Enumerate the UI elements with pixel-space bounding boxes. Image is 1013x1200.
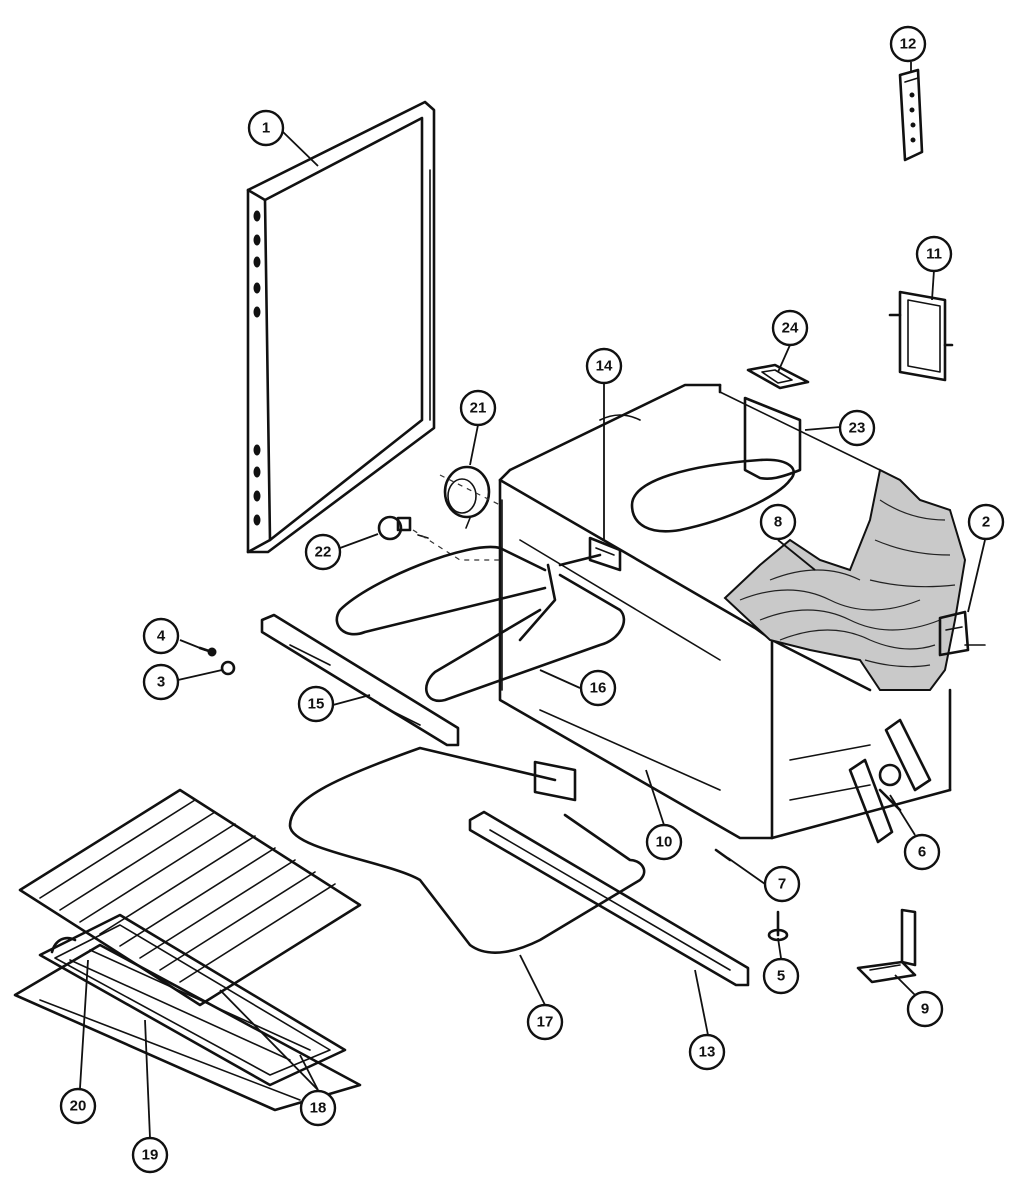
svg-text:15: 15: [308, 696, 325, 713]
callout-11: 11: [915, 235, 953, 273]
svg-text:4: 4: [157, 628, 166, 645]
callout-19: 19: [131, 1136, 169, 1174]
callout-10: 10: [645, 823, 683, 861]
callout-9: 9: [906, 990, 944, 1028]
part-screw-7: [714, 848, 732, 862]
callout-23: 23: [838, 409, 876, 447]
callout-1: 1: [247, 109, 285, 147]
svg-text:5: 5: [777, 968, 785, 985]
part-door-hinge: [848, 718, 932, 844]
callout-6: 6: [903, 833, 941, 871]
callout-3: 3: [142, 663, 180, 701]
part-bake-element: [335, 545, 626, 703]
callout-13: 13: [688, 1033, 726, 1071]
part-broiler-pan: [38, 913, 347, 1087]
part-terminal-block: [898, 68, 924, 162]
part-light-bulb: [377, 515, 429, 541]
callout-22: 22: [304, 533, 342, 571]
part-anti-tip-bracket: [856, 908, 917, 984]
svg-text:7: 7: [778, 876, 786, 893]
svg-text:9: 9: [921, 1001, 929, 1018]
svg-text:10: 10: [656, 834, 673, 851]
svg-text:12: 12: [900, 36, 917, 53]
svg-text:24: 24: [782, 320, 799, 337]
callout-14: 14: [585, 347, 623, 385]
svg-text:6: 6: [918, 844, 926, 861]
part-element-bracket: [588, 536, 622, 572]
callout-17: 17: [526, 1003, 564, 1041]
part-insulation: [723, 468, 967, 691]
svg-text:18: 18: [310, 1100, 327, 1117]
svg-text:14: 14: [596, 358, 613, 375]
part-light-socket: [443, 465, 491, 529]
part-side-bracket: [938, 610, 986, 657]
svg-text:16: 16: [590, 680, 607, 697]
part-screw-3: [220, 660, 236, 676]
svg-text:21: 21: [470, 400, 487, 417]
callout-8: 8: [759, 503, 797, 541]
callout-7: 7: [763, 865, 801, 903]
callout-5: 5: [762, 957, 800, 995]
svg-text:8: 8: [774, 514, 782, 531]
callout-12: 12: [889, 25, 927, 63]
part-broil-element: [288, 746, 646, 954]
callout-24: 24: [771, 309, 809, 347]
part-door-frame: [246, 100, 436, 554]
svg-text:20: 20: [70, 1098, 87, 1115]
svg-text:13: 13: [699, 1044, 716, 1061]
svg-text:2: 2: [982, 514, 990, 531]
part-bracket-box: [888, 290, 954, 382]
part-bottom-rail: [468, 810, 750, 987]
callout-20: 20: [59, 1087, 97, 1125]
callout-4: 4: [142, 617, 180, 655]
callout-16: 16: [579, 669, 617, 707]
part-broiler-grid: [50, 936, 311, 1061]
leader-lines: [79, 62, 986, 1139]
svg-text:1: 1: [262, 120, 270, 137]
part-front-rail: [260, 613, 460, 747]
part-top-baffle: [743, 396, 802, 481]
callout-2: 2: [967, 503, 1005, 541]
part-oven-cavity: [498, 383, 952, 840]
part-oven-rack-lower: [13, 943, 362, 1112]
part-gasket: [746, 363, 810, 390]
svg-text:11: 11: [926, 246, 942, 263]
callout-18: 18: [299, 1089, 337, 1127]
callout-15: 15: [297, 685, 335, 723]
svg-text:22: 22: [315, 544, 332, 561]
svg-text:3: 3: [157, 674, 165, 691]
svg-text:23: 23: [849, 420, 866, 437]
callout-21: 21: [459, 389, 497, 427]
svg-text:17: 17: [537, 1014, 554, 1031]
part-leveling-leg: [767, 910, 789, 942]
svg-text:19: 19: [142, 1147, 159, 1164]
